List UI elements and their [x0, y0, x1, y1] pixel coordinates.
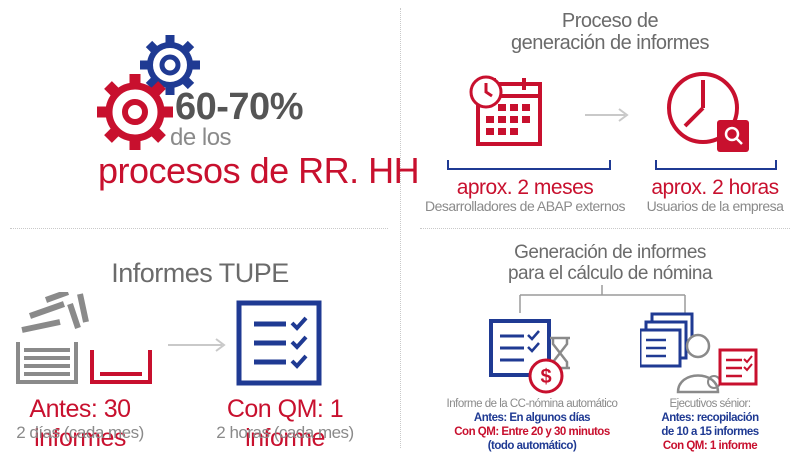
nomina-left-line2: Antes: En algunos días	[473, 412, 591, 424]
right-horizontal-divider	[420, 228, 790, 229]
left-horizontal-divider	[10, 228, 388, 229]
nomina-right-line4: Con QM: 1 informe	[662, 440, 758, 452]
nomina-left-line1: Informe de la CC-nómina automático	[446, 398, 618, 410]
gears-icon	[97, 35, 200, 150]
procesos-text: procesos de RR. HH	[98, 150, 420, 191]
nomina-title-line1: Generación de informes	[514, 242, 706, 263]
nomina-title-line2: para el cálculo de nómina	[507, 263, 713, 284]
tupe-after-sub: 2 horas (cada mes)	[216, 423, 354, 442]
proceso-right-value: aprox. 2 horas	[651, 176, 779, 199]
tupe-before-label: Antes: 30 informes	[29, 395, 131, 452]
nomina-left-text: Informe de la CC-nómina automático Antes…	[432, 397, 632, 453]
proceso-left-sub: Desarrolladores de ABAP externos	[424, 198, 626, 214]
left-bracket	[447, 160, 611, 170]
tupe-after-label: Con QM: 1 informe	[226, 395, 344, 452]
nomina-title: Generación de informes para el cálculo d…	[450, 242, 770, 284]
nomina-right-line2: Antes: recopilación	[661, 412, 759, 424]
proceso-arrow-icon	[585, 108, 629, 122]
tupe-arrow-icon	[168, 338, 226, 352]
stack-reports-icon	[16, 292, 152, 384]
tupe-before-sub: 2 días (cada mes)	[16, 423, 144, 442]
nomina-left-line3: Con QM: Entre 20 y 30 minutos	[454, 426, 610, 438]
proceso-title-line1: Proceso de	[561, 10, 659, 32]
clock-search-icon	[667, 72, 749, 152]
calendar-icon	[469, 75, 542, 146]
tupe-title: Informes TUPE	[111, 258, 289, 288]
vertical-divider	[400, 8, 401, 448]
proceso-title: Proceso de generación de informes	[450, 10, 770, 54]
right-bracket	[655, 160, 777, 170]
proceso-title-line2: generación de informes	[510, 32, 710, 54]
nomina-right-text: Ejecutivos sénior: Antes: recopilación d…	[640, 397, 780, 453]
nomina-right-line1: Ejecutivos sénior:	[669, 398, 751, 410]
percent-value: 60-70%	[175, 86, 303, 128]
auto-report-icon: $	[489, 319, 570, 394]
de-los-text: de los	[170, 124, 232, 151]
nomina-right-line3: de 10 a 15 informes	[661, 426, 759, 438]
single-report-icon	[236, 300, 322, 386]
svg-text:$: $	[540, 366, 551, 388]
proceso-right-sub: Usuarios de la empresa	[646, 198, 784, 214]
senior-reports-icon	[640, 312, 758, 394]
nomina-left-line4: (todo automático)	[487, 440, 577, 452]
tree-connector	[519, 285, 686, 313]
proceso-left-value: aprox. 2 meses	[456, 176, 594, 199]
